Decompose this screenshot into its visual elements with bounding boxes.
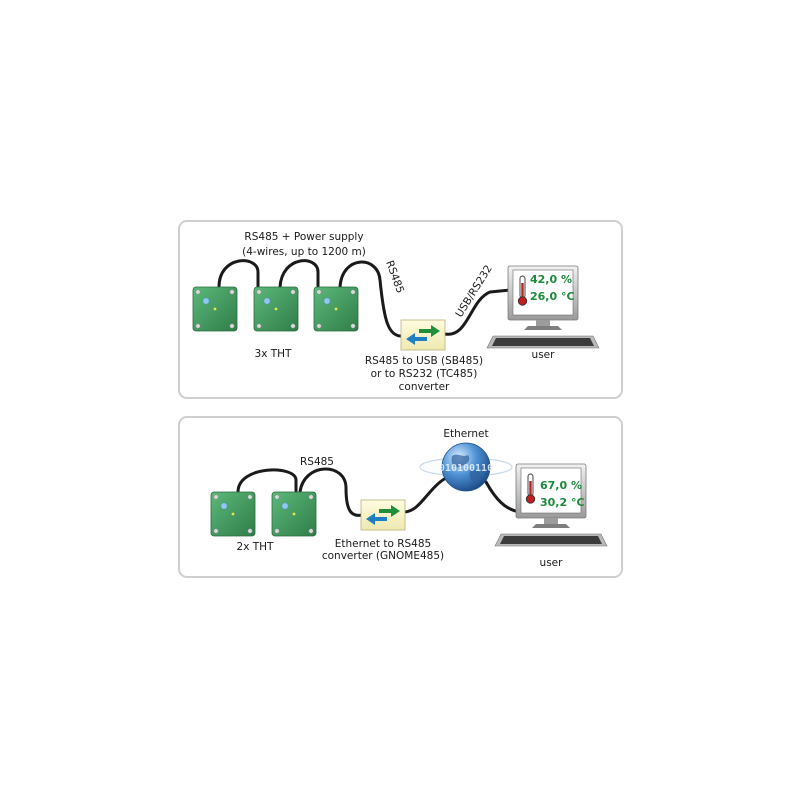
panel-2-ethernet-label: Ethernet xyxy=(443,428,488,440)
panel-1-converter-line3: converter xyxy=(399,381,450,393)
panel-1-sensor-board-3 xyxy=(313,286,359,332)
panel-2-temperature-reading: 30,2 °C xyxy=(540,496,585,509)
panel-1-bus-wire-1 xyxy=(217,259,260,289)
panel-1-temperature-reading: 26,0 °C xyxy=(530,290,575,303)
panel-2-humidity-reading: 67,0 % xyxy=(540,479,582,492)
panel-1-humidity-reading: 42,0 % xyxy=(530,273,572,286)
panel-2-user-label: user xyxy=(540,557,564,569)
globe-icon: 010100110 xyxy=(419,442,513,492)
panel-2-converter-line1: Ethernet to RS485 xyxy=(335,538,431,550)
globe-binary-text: 010100110 xyxy=(439,463,493,474)
panel-1-rs485-wire xyxy=(338,260,406,338)
panel-2-converter-icon xyxy=(360,499,406,531)
panel-2-sensor-board-1 xyxy=(210,491,256,537)
panel-2-sensors-label: 2x THT xyxy=(237,541,275,553)
panel-1-sensor-board-1 xyxy=(192,286,238,332)
panel-1-sensors-label: 3x THT xyxy=(255,348,293,360)
panel-2-ethernet-wire-left xyxy=(402,476,448,514)
panel-1-converter-line2: or to RS232 (TC485) xyxy=(371,368,478,380)
panel-1-user-label: user xyxy=(532,349,556,361)
panel-1-bus-label-line1: RS485 + Power supply xyxy=(244,231,363,243)
panel-2-bus-wire-1 xyxy=(236,468,298,494)
panel-1-sensor-board-2 xyxy=(253,286,299,332)
panel-2-sensor-board-2 xyxy=(271,491,317,537)
panel-1-bus-wire-2 xyxy=(278,259,320,289)
panel-1-bus-label-line2: (4-wires, up to 1200 m) xyxy=(242,246,366,258)
panel-1-converter-icon xyxy=(400,319,446,351)
panel-1-usb-wire xyxy=(443,288,512,336)
panel-2-rs485-label: RS485 xyxy=(300,456,334,468)
panel-2-converter-line2: converter (GNOME485) xyxy=(322,550,444,562)
panel-1-converter-line1: RS485 to USB (SB485) xyxy=(365,355,483,367)
panel-2-rs485-wire xyxy=(298,467,364,517)
